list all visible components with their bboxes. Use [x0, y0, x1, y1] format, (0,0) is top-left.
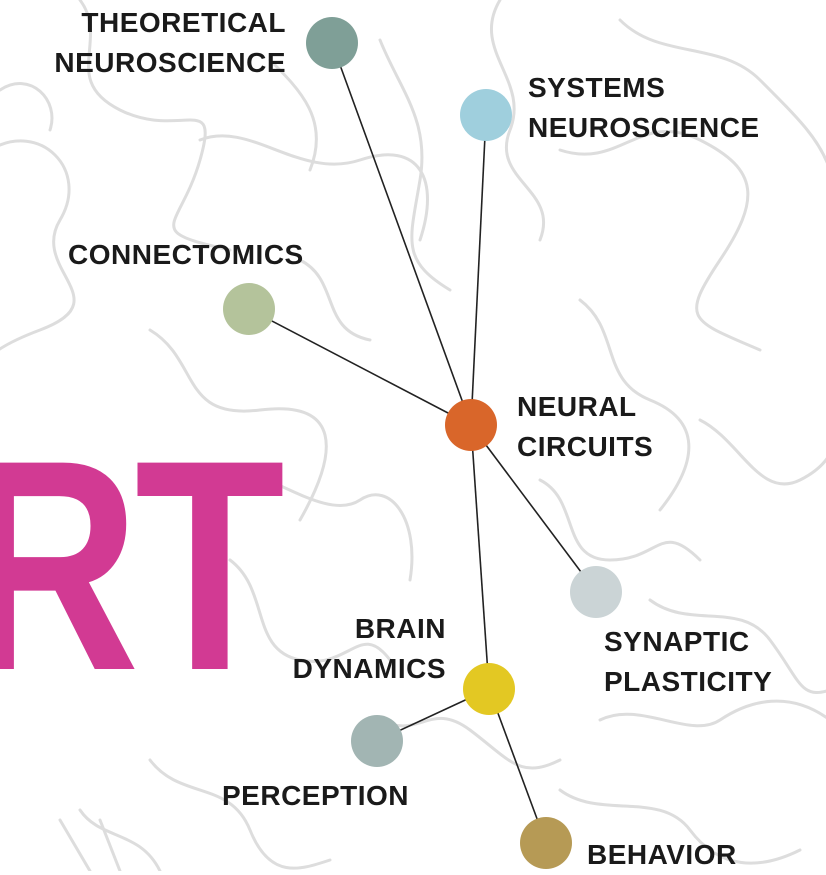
label-line: NEUROSCIENCE [54, 47, 286, 78]
node-systems-neuroscience [460, 89, 512, 141]
label-line: NEURAL [517, 391, 637, 422]
label-line: NEUROSCIENCE [528, 112, 760, 143]
edge-connectomics-to-neural-circuits [248, 308, 472, 426]
label-line: DYNAMICS [292, 653, 446, 684]
node-perception [351, 715, 403, 767]
label-line: PLASTICITY [604, 666, 773, 697]
label-perception: PERCEPTION [222, 776, 409, 816]
label-line: THEORETICAL [81, 7, 286, 38]
edge-systems-neuroscience-to-neural-circuits [470, 114, 487, 426]
node-theoretical-neuroscience [306, 17, 358, 69]
big-magenta-letters: RT [0, 397, 285, 733]
edge-theoretical-neuroscience-to-neural-circuits [331, 42, 472, 426]
label-neural-circuits: NEURAL CIRCUITS [517, 387, 653, 467]
label-line: BEHAVIOR [587, 839, 737, 870]
node-behavior [520, 817, 572, 869]
label-line: PERCEPTION [222, 780, 410, 811]
node-connectomics [223, 283, 275, 335]
node-synaptic-plasticity [570, 566, 622, 618]
label-line: CONNECTOMICS [68, 239, 304, 270]
diagram-nodes [223, 17, 622, 869]
diagram-edges [248, 42, 597, 844]
label-theoretical-neuroscience: THEORETICAL NEUROSCIENCE [14, 3, 286, 83]
label-synaptic-plasticity: SYNAPTIC PLASTICITY [604, 622, 772, 702]
label-line: SYNAPTIC [604, 626, 750, 657]
edge-neural-circuits-to-synaptic-plasticity [470, 424, 597, 593]
label-line: SYSTEMS [528, 72, 666, 103]
label-behavior: BEHAVIOR [587, 835, 737, 875]
label-line: CIRCUITS [517, 431, 654, 462]
node-brain-dynamics [463, 663, 515, 715]
node-neural-circuits [445, 399, 497, 451]
label-brain-dynamics: BRAIN DYNAMICS [246, 609, 446, 689]
label-line: BRAIN [354, 613, 446, 644]
label-connectomics: CONNECTOMICS [68, 235, 304, 275]
label-systems-neuroscience: SYSTEMS NEUROSCIENCE [528, 68, 760, 148]
edge-brain-dynamics-to-behavior [488, 688, 547, 844]
edge-neural-circuits-to-brain-dynamics [470, 424, 490, 690]
